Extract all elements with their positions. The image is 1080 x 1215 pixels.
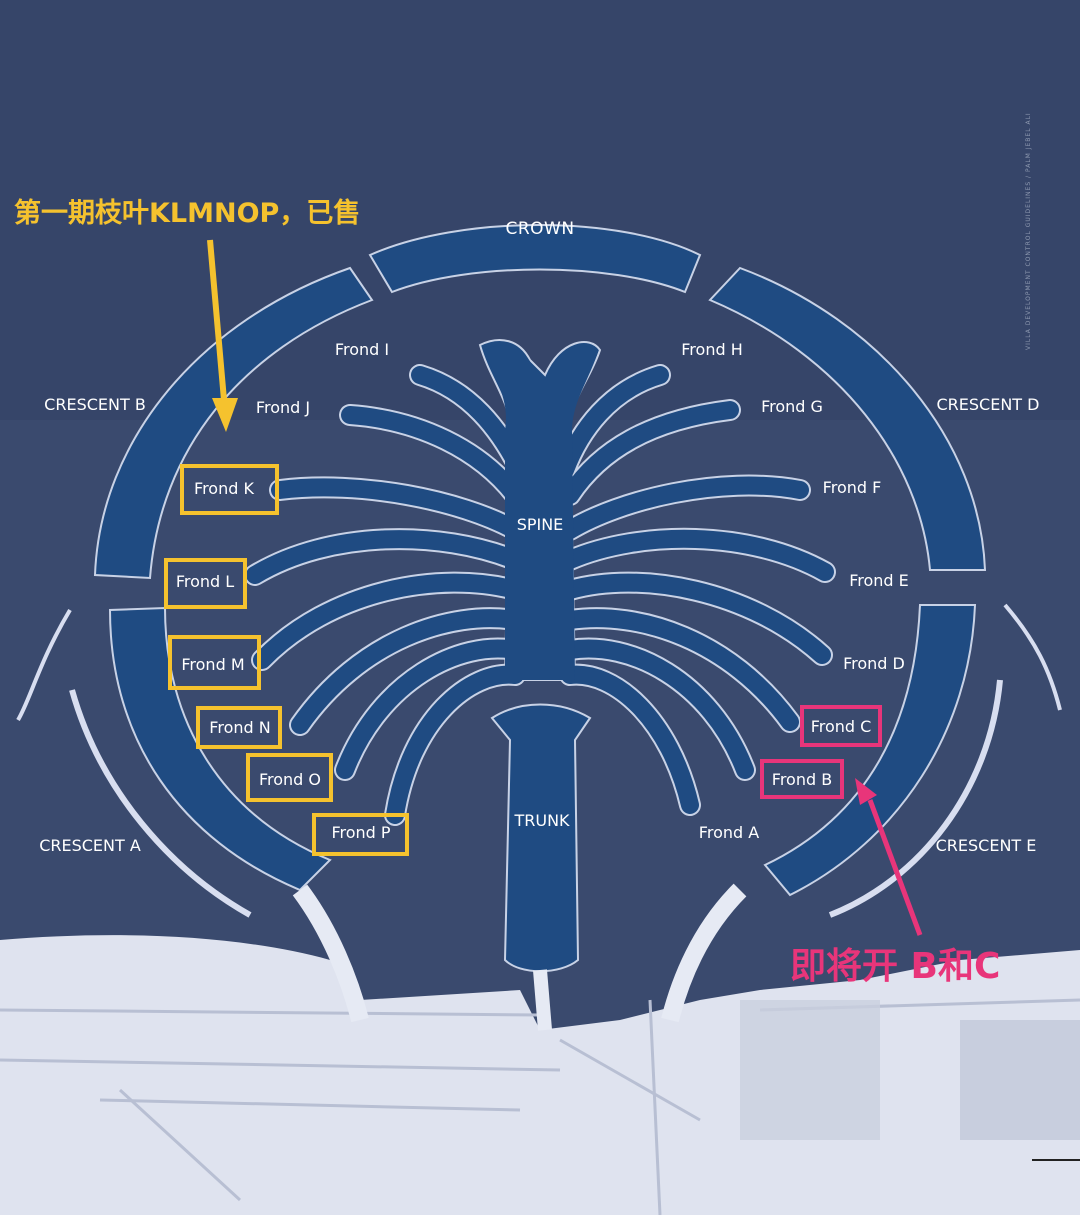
frond-l-label: Frond L <box>176 572 234 591</box>
industrial-block <box>740 1000 880 1140</box>
crown-label: CROWN <box>505 219 574 239</box>
frond-h-label: Frond H <box>681 340 742 359</box>
frond-d-label: Frond D <box>843 654 905 673</box>
frond-b-label: Frond B <box>772 770 832 789</box>
crescent-b-label: CRESCENT B <box>44 395 146 414</box>
outer-breakwater-right <box>1003 603 1062 711</box>
spine-overlay <box>485 345 598 680</box>
frond-o-box <box>246 753 333 802</box>
sea-shade <box>0 0 1080 420</box>
frond-n-box <box>196 706 282 749</box>
sold-arrow <box>207 239 238 432</box>
frond-l-box <box>164 558 247 609</box>
upcoming-annotation: 即将开 B和C <box>790 946 1000 987</box>
crescent-e-label: CRESCENT E <box>936 836 1037 855</box>
side-caption: VILLA DEVELOPMENT CONTROL GUIDELINES / P… <box>1025 112 1032 350</box>
frond-n-label: Frond N <box>209 718 270 737</box>
frond-m-label: Frond M <box>181 655 244 674</box>
left-causeway <box>292 884 369 1023</box>
crescent-b-landmass <box>93 266 374 580</box>
trunk-causeway <box>533 969 552 1031</box>
spine-label: SPINE <box>517 515 564 534</box>
frond-p-box <box>312 813 409 856</box>
frond-o-label: Frond O <box>259 770 321 789</box>
frond-b-box <box>760 759 844 799</box>
frond-p-label: Frond P <box>331 823 390 842</box>
sold-frond-boxes <box>164 464 409 856</box>
crescent-d-landmass <box>708 266 987 571</box>
sold-annotation: 第一期枝叶KLMNOP，已售 <box>14 197 360 229</box>
frond-e-label: Frond E <box>849 571 909 590</box>
upcoming-arrow <box>855 778 923 936</box>
frond-f-label: Frond F <box>823 478 882 497</box>
frond-a-label: Frond A <box>699 823 759 842</box>
right-fronds-fill <box>556 366 834 814</box>
industrial-block <box>960 1020 1080 1140</box>
frond-k-label: Frond K <box>194 479 254 498</box>
crescent-a-label: CRESCENT A <box>39 836 141 855</box>
frond-g-label: Frond G <box>761 397 823 416</box>
crescent-d-label: CRESCENT D <box>937 395 1040 414</box>
upcoming-frond-boxes <box>760 705 882 799</box>
outer-breakwater-left <box>16 608 72 722</box>
frond-c-label: Frond C <box>811 717 872 736</box>
crescent-e-inner-breakwater <box>828 679 1003 918</box>
trunk-label: TRUNK <box>513 811 570 830</box>
crescent-a-landmass <box>108 606 332 892</box>
frond-i-label: Frond I <box>335 340 389 359</box>
crescent-a-inner-breakwater <box>69 689 252 918</box>
frond-k-box <box>180 464 279 515</box>
right-causeway <box>661 883 747 1023</box>
left-fronds-fill <box>246 366 529 824</box>
trunk-landmass <box>490 703 592 973</box>
crescent-e-landmass <box>763 604 977 897</box>
frond-j-label: Frond J <box>256 398 310 417</box>
frond-m-box <box>168 635 261 690</box>
crown-landmass <box>368 224 702 294</box>
frond-c-box <box>800 705 882 747</box>
